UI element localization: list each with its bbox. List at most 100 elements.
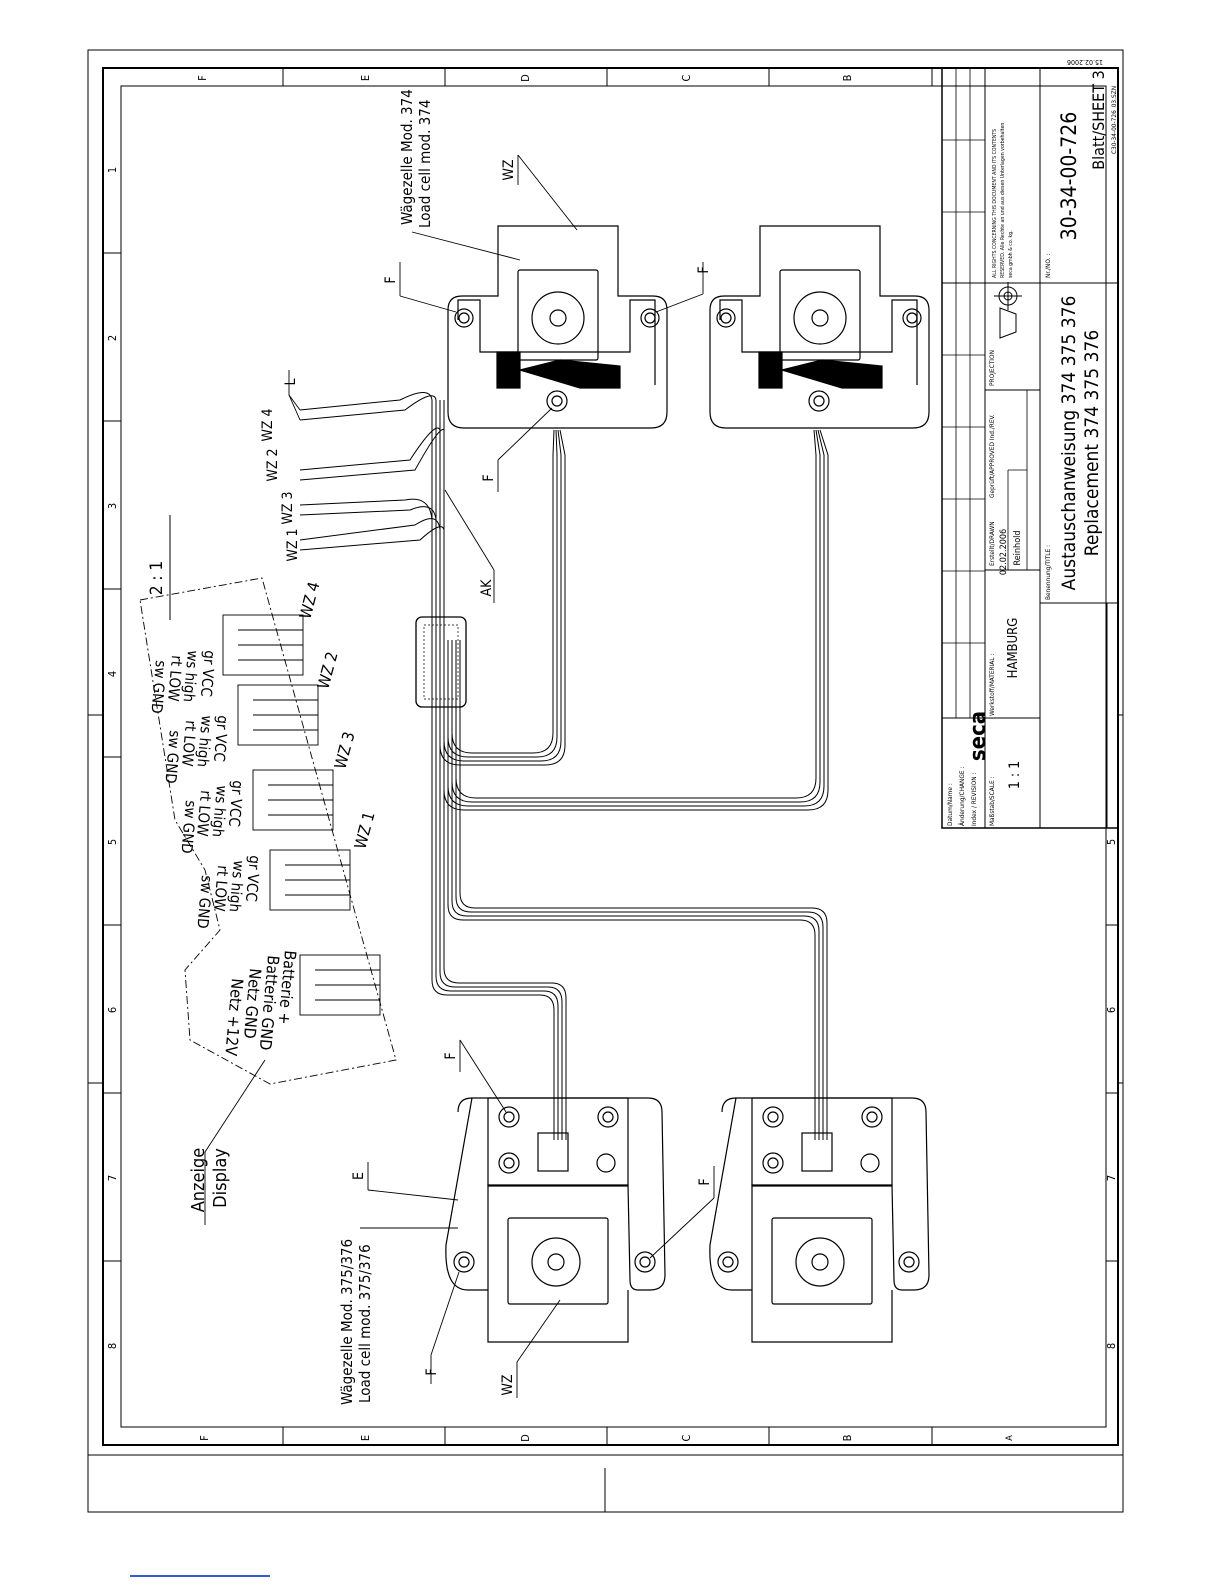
load-cell-374-lower [709, 225, 930, 429]
grid-letter-d-bottom: D [519, 1434, 532, 1442]
pin-label-wz4-2: ws high [180, 650, 202, 703]
grid-numbers-left: 1 2 3 4 5 6 7 8 [106, 167, 119, 1349]
group-label-wz1: WZ 1 [351, 810, 379, 851]
callouts: F F F WZ Wägezelle Mod. 374 Load cell mo… [188, 89, 713, 1405]
rights-line-1: ALL RIGHTS CONCERNING THIS DOCUMENT AND … [992, 129, 998, 278]
grid-letter-e-bottom: E [359, 1435, 372, 1441]
drawn-date: 02.02.2006 [999, 529, 1009, 575]
label-index: Index / REVISION : [970, 772, 978, 826]
callout-f-3: F [481, 474, 497, 481]
scale-ratio: 2 : 1 [147, 561, 167, 595]
display-connector-detail: gr VCC ws high rt LOW sw GND WZ 4 gr VCC… [139, 515, 397, 1085]
callout-f-5: F [697, 1178, 713, 1185]
footer-link-underline[interactable] [130, 1575, 270, 1577]
grid-letters-bottom: F E D C B A [198, 1434, 1015, 1442]
pin-label-wz3-2: ws high [209, 785, 231, 838]
grid-letter-f-top: F [196, 75, 209, 81]
grid-letter-c-bottom: C [680, 1434, 693, 1441]
drawing-number: 30-34-00-726 [1057, 112, 1081, 241]
grid-letter-a-bottom: A [1005, 1435, 1015, 1441]
callout-wz-top: WZ [501, 159, 517, 180]
callout-l: L [283, 378, 299, 385]
inner-border [120, 85, 1107, 1428]
pin-label-wz1-4: sw GND [193, 875, 216, 930]
rights-line-2: RESERVED. Alle Rechte an und aus diesen … [1000, 123, 1006, 278]
cable-label-wz3: WZ 3 [280, 491, 296, 524]
callout-f-4: F [443, 1052, 459, 1059]
pin-label-wz1-3: rt LOW [210, 865, 232, 912]
display-de: Anzeige [188, 1148, 209, 1213]
pin-label-wz3-1: gr VCC [225, 780, 247, 828]
pin-label-wz2-2: ws high [194, 715, 216, 768]
seca-logo: seca [966, 711, 991, 761]
grid-letter-f-bottom: F [198, 1435, 211, 1441]
pin-label-wz4-4: sw GND [147, 660, 170, 715]
grid-letter-b-top: B [841, 74, 854, 81]
sheet-number: Blatt/SHEET 3 [1089, 70, 1108, 170]
load-cell-374-en: Load cell mod. 374 [416, 100, 434, 228]
label-geprueft: Geprüft/APPROVED Ind./REV. [988, 414, 996, 498]
load-cell-374-de: Wägezelle Mod. 374 [398, 89, 416, 225]
pin-label-wz4-3: rt LOW [164, 655, 186, 702]
leader-lines [204, 154, 715, 1398]
grid-letter-c-top: C [680, 74, 693, 81]
date-stamp: 15.02.2006 [1067, 58, 1103, 66]
pin-label-wz1-2: ws high [226, 860, 248, 913]
callout-f-1: F [383, 276, 399, 283]
cable-harness [299, 392, 829, 1140]
load-cell-375-en: Load cell mod. 375/376 [356, 1244, 374, 1403]
pin-label-wz2-3: rt LOW [178, 720, 200, 767]
label-massstab: Maßstab/SCALE : [988, 776, 996, 826]
grid-number-8-right: 8 [1105, 1343, 1118, 1349]
grid-numbers-right: 5 6 7 8 [1105, 839, 1118, 1349]
pin-label-wz3-3: rt LOW [193, 790, 215, 837]
callout-e: E [351, 1172, 367, 1180]
load-cell-374-upper [447, 225, 668, 429]
projection-symbol-icon [994, 282, 1022, 339]
grid-number-6-right: 6 [1105, 1007, 1118, 1013]
rights-line-3: seca gmbh & co. kg. [1008, 230, 1014, 278]
title-block: Datum/Name : Änderung/CHANGE : Index / R… [941, 58, 1119, 829]
grid-number-6: 6 [106, 1007, 119, 1013]
grid-number-4: 4 [106, 671, 119, 677]
grid-ticks [88, 68, 1123, 1445]
grid-number-7-right: 7 [1105, 1175, 1118, 1181]
load-cell-375-de: Wägezelle Mod. 375/376 [338, 1239, 356, 1405]
group-label-wz3: WZ 3 [331, 730, 359, 771]
grid-letter-d-top: D [519, 74, 532, 82]
ferrite-core [415, 616, 467, 708]
grid-letter-e-top: E [359, 75, 372, 81]
grid-number-5: 5 [106, 839, 119, 845]
callout-ak: AK [479, 579, 495, 597]
file-reference: C30-34-00-726_03.SZN [1110, 86, 1118, 154]
load-cell-375-lower [709, 1097, 930, 1343]
label-benennung: Benennung/TITLE : [1044, 545, 1052, 600]
title-english: Replacement 374 375 376 [1081, 330, 1103, 556]
callout-wz-bottom: WZ [500, 1374, 516, 1395]
callout-f-6: F [424, 1368, 440, 1375]
label-erstellt: Erstellt/DRAWN [988, 521, 996, 566]
pin-label-wz3-4: sw GND [177, 800, 200, 855]
grid-number-7: 7 [106, 1175, 119, 1181]
group-label-wz4: WZ 4 [296, 580, 324, 621]
callout-f-2: F [696, 266, 712, 273]
cable-label-wz4: WZ 4 [260, 408, 276, 441]
grid-number-1: 1 [106, 167, 119, 173]
grid-letters-top: F E D C B [196, 74, 854, 82]
pin-label-wz4-1: gr VCC [197, 650, 219, 698]
grid-number-2: 2 [106, 335, 119, 341]
label-werkstoff: Werkstoff/MATERIAL : [988, 654, 996, 716]
label-datum: Datum/Name : [946, 783, 954, 826]
cable-label-wz1: WZ 1 [285, 528, 301, 561]
grid-number-5-right: 5 [1105, 839, 1118, 845]
label-aenderung: Änderung/CHANGE : [957, 767, 966, 826]
group-label-wz2: WZ 2 [314, 650, 342, 691]
pin-label-wz1-1: gr VCC [242, 855, 264, 903]
pin-label-wz2-1: gr VCC [210, 715, 232, 763]
pin-label-wz2-4: sw GND [161, 730, 184, 785]
label-nr: Nr./NO. : [1044, 254, 1052, 278]
drawn-by: Reinhold [1013, 530, 1023, 565]
scale-value: 1 : 1 [1007, 761, 1023, 789]
cable-label-wz2: WZ 2 [265, 448, 281, 481]
grid-number-3: 3 [106, 503, 119, 509]
